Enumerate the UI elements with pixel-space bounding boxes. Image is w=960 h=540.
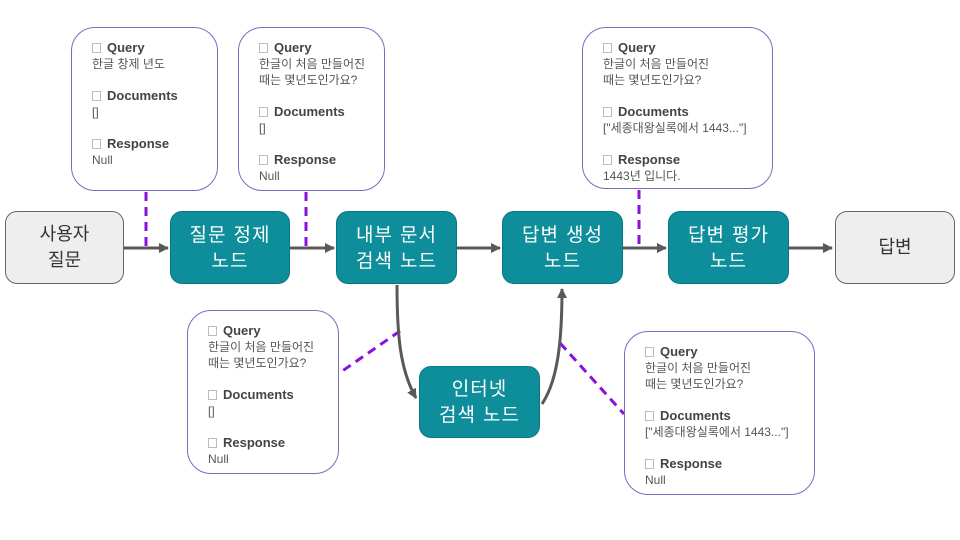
response-value: Null <box>259 169 280 183</box>
checkbox-icon <box>208 390 217 400</box>
node-user-question: 사용자 질문 <box>5 211 124 284</box>
query-label: Query <box>208 323 338 339</box>
documents-value: ["세종대왕실록에서 1443..."] <box>603 121 747 135</box>
documents-value: ["세종대왕실록에서 1443..."] <box>645 425 789 439</box>
query-value: 한글이 처음 만들어진 때는 몇년도인가요? <box>259 57 366 87</box>
checkbox-icon <box>92 139 101 149</box>
documents-label: Documents <box>92 88 217 104</box>
arrow-internet-to-generate <box>540 288 567 405</box>
checkbox-icon <box>603 107 612 117</box>
node-internet-search: 인터넷 검색 노드 <box>419 366 540 438</box>
node-answer: 답변 <box>835 211 955 284</box>
checkbox-icon <box>92 91 101 101</box>
documents-value: [] <box>208 404 215 418</box>
response-value: 1443년 입니다. <box>603 169 681 183</box>
query-label: Query <box>259 40 384 56</box>
checkbox-icon <box>259 107 268 117</box>
response-label: Response <box>645 456 814 472</box>
response-label: Response <box>603 152 772 168</box>
query-label: Query <box>92 40 217 56</box>
response-label: Response <box>259 152 384 168</box>
checkbox-icon <box>92 43 101 53</box>
query-value: 한글 창제 년도 <box>92 57 165 71</box>
node-query-refine: 질문 정제 노드 <box>170 211 290 284</box>
checkbox-icon <box>645 411 654 421</box>
checkbox-icon <box>603 43 612 53</box>
checkbox-icon <box>603 155 612 165</box>
response-value: Null <box>92 153 113 167</box>
node-internal-search: 내부 문서 검색 노드 <box>336 211 457 284</box>
query-value: 한글이 처음 만들어진 때는 몇년도인가요? <box>603 57 710 87</box>
query-value: 한글이 처음 만들어진 때는 몇년도인가요? <box>645 361 752 391</box>
documents-label: Documents <box>208 387 338 403</box>
response-label: Response <box>208 435 338 451</box>
documents-label: Documents <box>645 408 814 424</box>
documents-value: [] <box>259 121 266 135</box>
checkbox-icon <box>645 459 654 469</box>
state-link-internet-search <box>558 341 626 416</box>
checkbox-icon <box>259 43 268 53</box>
documents-value: [] <box>92 105 99 119</box>
response-label: Response <box>92 136 217 152</box>
node-answer-evaluate: 답변 평가 노드 <box>668 211 789 284</box>
arrow-search-to-internet <box>395 284 418 399</box>
checkbox-icon <box>259 155 268 165</box>
documents-label: Documents <box>259 104 384 120</box>
query-value: 한글이 처음 만들어진 때는 몇년도인가요? <box>208 340 315 370</box>
query-label: Query <box>645 344 814 360</box>
checkbox-icon <box>208 438 217 448</box>
checkbox-icon <box>645 347 654 357</box>
response-value: Null <box>645 473 666 487</box>
state-link-internal-search <box>337 329 401 376</box>
query-label: Query <box>603 40 772 56</box>
response-value: Null <box>208 452 229 466</box>
checkbox-icon <box>208 326 217 336</box>
documents-label: Documents <box>603 104 772 120</box>
node-answer-generate: 답변 생성 노드 <box>502 211 623 284</box>
